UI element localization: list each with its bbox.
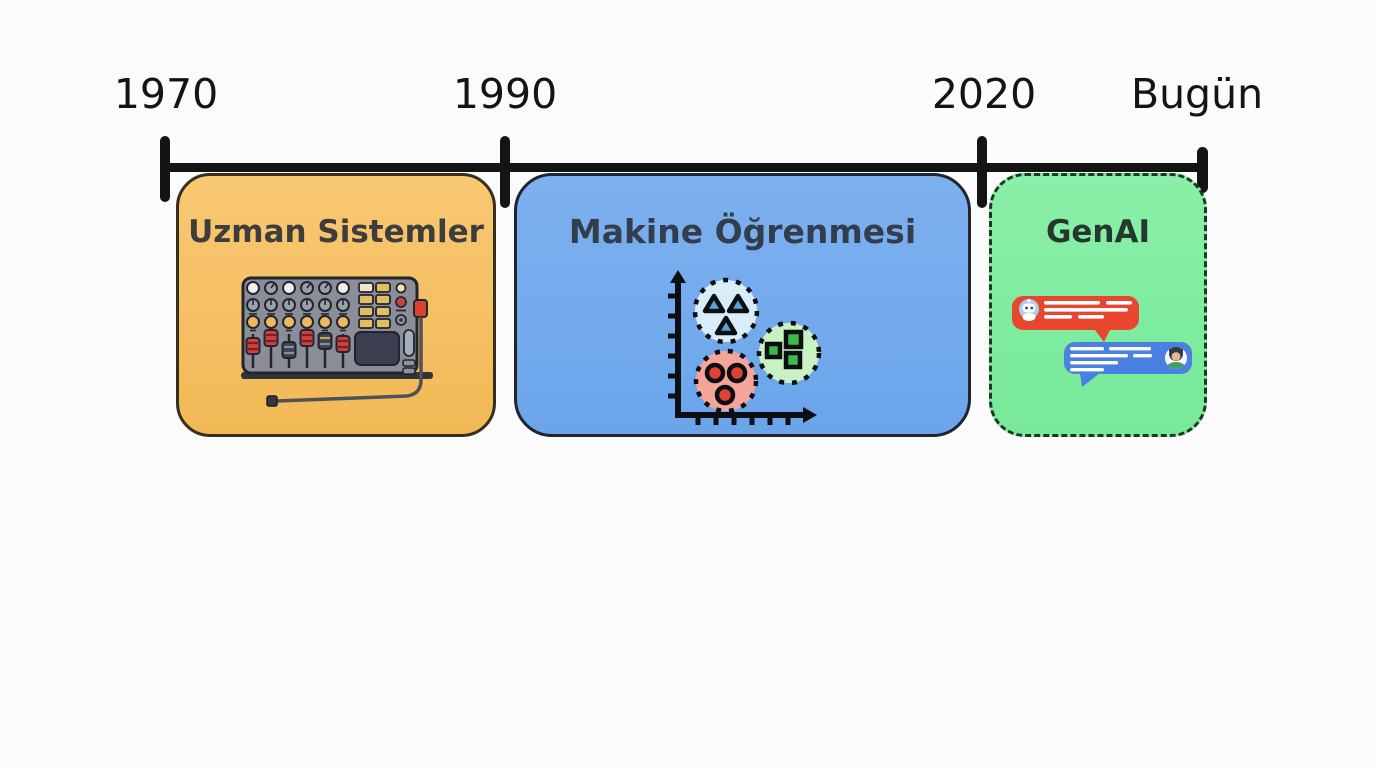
timeline-axis — [160, 163, 1208, 172]
timeline-label-1990: 1990 — [452, 70, 558, 118]
user-message-bubble — [1064, 342, 1192, 387]
timeline-tick-today — [1197, 147, 1208, 193]
timeline-label-1970: 1970 — [113, 70, 219, 118]
timeline-label-2020: 2020 — [931, 70, 1037, 118]
scatter-plot-clusters-icon — [668, 270, 822, 425]
timeline-label-today: Bugün — [1130, 70, 1264, 118]
era-title: GenAI — [1045, 214, 1151, 250]
era-title: Makine Öğrenmesi — [568, 212, 917, 251]
audio-mixer-console-icon — [241, 276, 433, 407]
timeline-tick-2020 — [977, 136, 987, 208]
era-card-genai: GenAI — [989, 173, 1207, 437]
era-title: Uzman Sistemler — [188, 214, 484, 250]
chat-conversation-icon — [1012, 296, 1192, 387]
timeline-tick-1990 — [500, 136, 510, 208]
bot-message-bubble — [1012, 296, 1139, 342]
timeline-tick-1970 — [160, 136, 170, 202]
era-card-expert-systems: Uzman Sistemler — [176, 173, 496, 437]
era-card-machine-learning: Makine Öğrenmesi — [514, 173, 971, 437]
